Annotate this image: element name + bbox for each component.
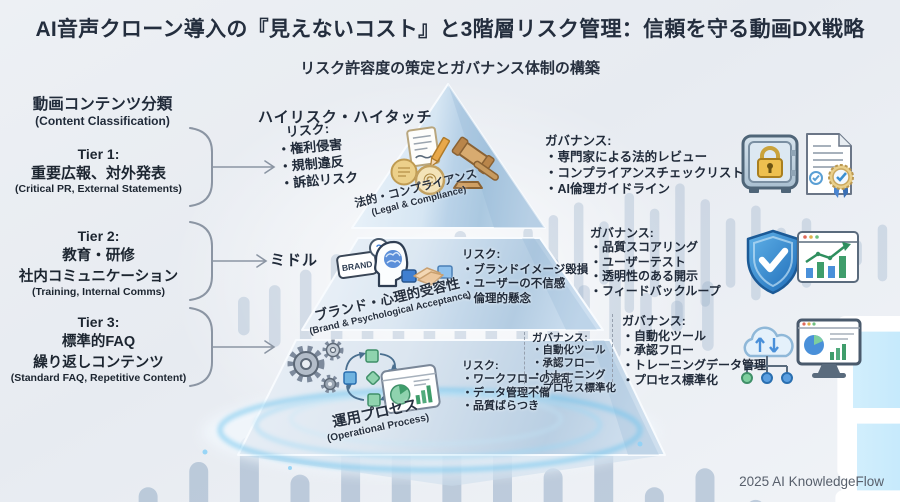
governance-item: ・AI倫理ガイドライン bbox=[545, 182, 671, 196]
risk-item: ・ワークフローの混乱 bbox=[462, 373, 572, 386]
tier1-bracket-arrow bbox=[189, 127, 276, 207]
tier3-line: 繰り返しコンテンツ bbox=[33, 355, 164, 371]
tier1-en: (Critical PR, External Statements) bbox=[15, 183, 182, 195]
governance-item: ・品質スコアリング bbox=[590, 240, 699, 255]
tier2-fold-shade bbox=[522, 238, 597, 330]
governance-item: ・プロセス標準化 bbox=[622, 372, 719, 387]
governance-item: ・フィードバックループ bbox=[590, 283, 721, 298]
risk-item: ・データ管理不備 bbox=[462, 386, 550, 399]
governance-item: ・ユーザーテスト bbox=[590, 254, 686, 269]
pyramid-tier3-face bbox=[237, 339, 666, 456]
tier1-classification: Tier 1: 重要広報、対外発表 (Critical PR, External… bbox=[6, 146, 191, 195]
governance-item: ・自動化ツール bbox=[622, 328, 707, 343]
tier1-line: 重要広報、対外発表 bbox=[30, 165, 166, 182]
risk-list-tier1: リスク: ・権利侵害 ・規制違反 ・訴訟リスク bbox=[275, 119, 359, 193]
tier2-annotation: ミドル bbox=[270, 252, 319, 269]
governance-list-tier3-right: ガバナンス: ・自動化ツール ・承認フロー ・トレーニングデータ管理 ・プロセス… bbox=[612, 314, 767, 388]
head-brain-icon bbox=[374, 240, 409, 288]
tier3-label: Tier 3: bbox=[77, 314, 120, 330]
risk-item: ・ブランドイメージ毀損 bbox=[462, 263, 589, 276]
monitor-analytics-icon bbox=[796, 318, 862, 378]
tier3-line: 標準的FAQ bbox=[61, 334, 136, 350]
governance-item: ・承認フロー bbox=[622, 343, 695, 358]
tier2-classification: Tier 2: 教育・研修 社内コミュニケーション (Training, Int… bbox=[6, 228, 191, 298]
chart-window-icon bbox=[797, 231, 859, 283]
page-subtitle: リスク許容度の策定とガバナンス体制の構築 bbox=[300, 60, 600, 77]
risk-list-tier3: リスク: ・ワークフローの混乱 ・データ管理不備 ・品質ばらつき bbox=[462, 360, 572, 414]
footer-credit: 2025 AI KnowledgeFlow bbox=[739, 474, 884, 489]
certificate-icon bbox=[806, 133, 854, 198]
governance-item: ・トレーニング bbox=[532, 369, 606, 382]
tier3-fold-shade bbox=[592, 340, 659, 455]
cloud-network-icon bbox=[741, 326, 794, 384]
classification-heading: 動画コンテンツ分類 (Content Classification) bbox=[10, 92, 195, 128]
governance-list-tier2: ガバナンス: ・品質スコアリング ・ユーザーテスト ・透明性のある開示 ・フィー… bbox=[590, 226, 721, 298]
tier3-classification: Tier 3: 標準的FAQ 繰り返しコンテンツ (Standard FAQ, … bbox=[6, 314, 191, 384]
governance-item: ・自動化ツール bbox=[532, 344, 606, 357]
dashboard-icon bbox=[380, 364, 441, 414]
governance-heading: ガバナンス: bbox=[622, 314, 686, 328]
governance-list-tier3-left: ガバナンス: ・自動化ツール ・承認フロー ・トレーニング ・プロセス標準化 bbox=[524, 332, 616, 394]
tier2-label: Tier 2: bbox=[77, 228, 120, 244]
tier1-label: Tier 1: bbox=[77, 146, 120, 162]
risk-item: ・倫理的懸念 bbox=[462, 292, 531, 305]
page-title: AI音声クローン導入の『見えないコスト』と3階層リスク管理：信頼を守る動画DX戦… bbox=[35, 18, 865, 41]
tier3-bracket-arrow bbox=[189, 307, 276, 387]
tier3-en: (Standard FAQ, Repetitive Content) bbox=[10, 372, 187, 384]
risk-heading: リスク: bbox=[462, 360, 499, 372]
governance-item: ・専門家による法的レビュー bbox=[545, 150, 708, 164]
governance-item: ・透明性のある開示 bbox=[590, 269, 699, 284]
governance-heading: ガバナンス: bbox=[545, 134, 612, 148]
tier2-line: 教育・研修 bbox=[62, 248, 135, 264]
governance-item: ・承認フロー bbox=[532, 356, 595, 369]
risk-list-tier2: リスク: ・ブランドイメージ毀損 ・ユーザーの不信感 ・倫理的懸念 bbox=[462, 248, 588, 306]
governance-item: ・コンプライアンスチェックリスト bbox=[545, 166, 744, 180]
brand-label: BRAND bbox=[341, 259, 373, 273]
tier2-line: 社内コミュニケーション bbox=[18, 269, 179, 285]
governance-list-tier1: ガバナンス: ・専門家による法的レビュー ・コンプライアンスチェックリスト ・A… bbox=[545, 133, 744, 197]
gavel-icon bbox=[451, 136, 499, 189]
tier2-en: (Training, Internal Comms) bbox=[31, 286, 165, 298]
handshake-icon bbox=[401, 265, 453, 286]
risk-item: ・品質ばらつき bbox=[462, 400, 539, 413]
tier2-bracket-arrow bbox=[189, 221, 268, 301]
contract-icon bbox=[406, 126, 451, 169]
governance-heading: ガバナンス: bbox=[590, 226, 654, 240]
shield-check-icon bbox=[746, 229, 800, 295]
tier1-fold-shade bbox=[448, 84, 545, 228]
classification-heading-en: (Content Classification) bbox=[35, 114, 170, 128]
gears-icon bbox=[287, 339, 344, 394]
copyright-glyph: © bbox=[423, 171, 436, 191]
risk-heading: リスク: bbox=[462, 249, 501, 261]
tier1-annotation: ハイリスク・ハイタッチ bbox=[258, 109, 433, 126]
risk-item: ・ユーザーの不信感 bbox=[462, 278, 566, 291]
classification-heading-jp: 動画コンテンツ分類 bbox=[32, 96, 173, 113]
governance-item: ・プロセス標準化 bbox=[532, 381, 616, 394]
safe-icon bbox=[741, 134, 799, 193]
pyramid-tier1-face bbox=[351, 83, 546, 229]
copyright-icon: © bbox=[414, 164, 446, 196]
coin-icon bbox=[390, 158, 418, 186]
governance-heading: ガバナンス: bbox=[532, 332, 588, 344]
governance-item: ・トレーニングデータ管理 bbox=[622, 357, 767, 372]
